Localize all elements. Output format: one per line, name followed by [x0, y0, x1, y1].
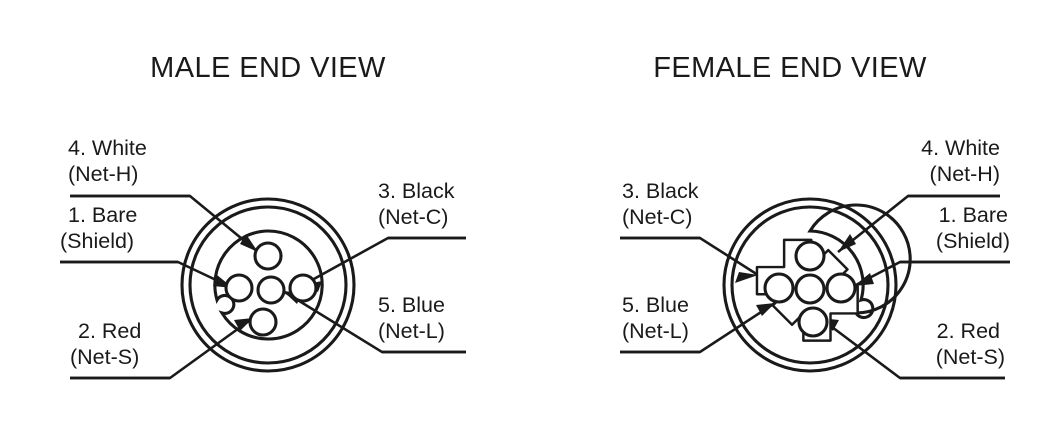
- male-label-white-line1: 4. White: [68, 136, 147, 160]
- leader-female-bare: [853, 260, 1010, 288]
- male-pin-3-black: [288, 273, 318, 303]
- male-pin-5-blue: [256, 275, 286, 305]
- female-shell-inner-circle: [730, 205, 890, 365]
- male-pin-4-white: [253, 241, 283, 271]
- female-label-white-line1: 4. White: [921, 136, 1000, 160]
- male-label-blue-line2: (Net-L): [378, 319, 445, 343]
- female-socket-4-white: [763, 272, 795, 304]
- female-label-blue-line2: (Net-L): [622, 319, 689, 343]
- male-label-black-line1: 3. Black: [378, 179, 455, 203]
- arrowhead-female-black: [735, 272, 758, 283]
- female-label-bare-line2: (Shield): [936, 229, 1010, 253]
- female-socket-1-bare: [825, 272, 857, 304]
- female-labels: 3. Black (Net-C) 5. Blue (Net-L) 4. Whit…: [620, 136, 1010, 380]
- arrowhead-female-white: [838, 234, 856, 252]
- male-pin-1-bare: [224, 273, 254, 303]
- female-view-title: FEMALE END VIEW: [653, 52, 927, 84]
- female-socket-5-blue: [794, 273, 826, 305]
- male-label-blue-line1: 5. Blue: [378, 293, 445, 317]
- male-connector-graphic: [60, 194, 466, 380]
- male-label-bare-line2: (Shield): [60, 229, 134, 253]
- male-label-black-line2: (Net-C): [378, 205, 448, 229]
- male-pin-2-red: [248, 307, 278, 337]
- male-label-bare-line1: 1. Bare: [68, 203, 137, 227]
- male-label-white-line2: (Net-H): [68, 162, 138, 186]
- male-label-red-line2: (Net-S): [70, 345, 139, 369]
- male-insert-face-with-notch: [213, 229, 324, 341]
- arrowhead-female-blue: [756, 303, 775, 316]
- leader-male-black: [302, 236, 466, 287]
- female-shell-outer-circle: [722, 197, 898, 373]
- female-label-black-line1: 3. Black: [622, 179, 699, 203]
- female-connector-graphic: [620, 194, 1010, 380]
- female-socket-3-black: [794, 240, 826, 272]
- female-label-white-line2: (Net-H): [930, 162, 1000, 186]
- female-label-bare-line1: 1. Bare: [939, 203, 1008, 227]
- female-socket-2-red: [797, 306, 829, 338]
- male-shell-inner-circle: [188, 205, 348, 365]
- female-label-black-line2: (Net-C): [622, 205, 692, 229]
- female-label-red-line2: (Net-S): [936, 345, 1005, 369]
- female-label-blue-line1: 5. Blue: [622, 293, 689, 317]
- leader-male-bare: [60, 260, 234, 290]
- male-labels: 4. White (Net-H) 1. Bare (Shield) 2. Red…: [60, 136, 466, 380]
- male-shell-outer-circle: [180, 197, 356, 373]
- male-label-red-line1: 2. Red: [78, 319, 141, 343]
- male-view-title: MALE END VIEW: [150, 52, 386, 84]
- female-label-red-line1: 2. Red: [937, 319, 1000, 343]
- arrowhead-male-red: [234, 318, 253, 331]
